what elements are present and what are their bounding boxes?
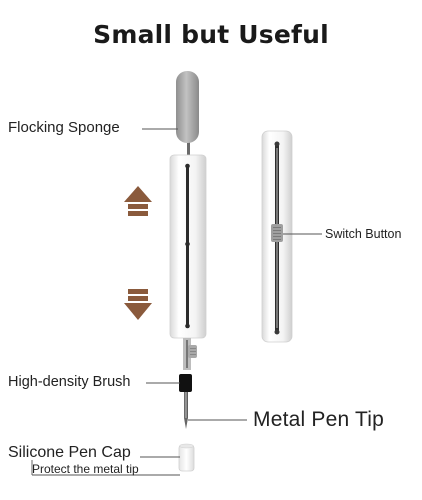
- metal-pen-tip: [184, 392, 188, 429]
- silicone-pen-cap-label: Silicone Pen Cap: [8, 444, 131, 461]
- switch-button-label: Switch Button: [325, 227, 402, 241]
- high-density-brush-label: High-density Brush: [8, 374, 131, 390]
- flocking-sponge-label: Flocking Sponge: [8, 119, 120, 136]
- leader-lines: [31, 128, 322, 476]
- silicone-pen-cap: [178, 443, 195, 472]
- main-pen-body: [169, 154, 207, 339]
- protect-tip-label: Protect the metal tip: [32, 462, 139, 476]
- switch-button-icon: [271, 224, 283, 242]
- down-arrow-icon: [124, 289, 152, 320]
- metal-pen-tip-label: Metal Pen Tip: [253, 408, 384, 431]
- flocking-sponge: [176, 71, 199, 158]
- headline: Small but Useful: [93, 20, 329, 49]
- brush-section: [179, 338, 197, 392]
- up-arrow-icon: [124, 186, 152, 216]
